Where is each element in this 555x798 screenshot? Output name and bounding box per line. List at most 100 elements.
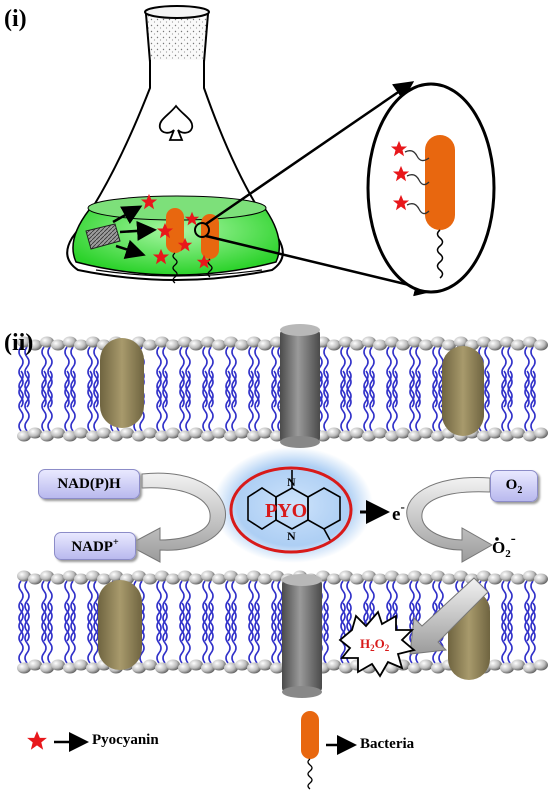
lipid-head [396, 573, 410, 585]
radical-dot [495, 537, 499, 541]
lipid-tail [392, 346, 398, 408]
lipid-head [511, 427, 525, 439]
lipid-head [247, 570, 261, 582]
lipid-tail [346, 370, 352, 432]
lipid-tail [179, 370, 185, 432]
lipid-tail [156, 580, 162, 642]
lipid-head [235, 339, 249, 351]
bacteria-cell-large [425, 135, 455, 230]
lipid-tail [254, 580, 260, 642]
lipid-head [212, 659, 226, 671]
lipid-head [431, 336, 445, 348]
lipid-head [488, 427, 502, 439]
membrane-proteins [98, 324, 490, 698]
lipid-tail [87, 602, 93, 664]
flask-base-line [95, 269, 263, 277]
lipid-head [155, 570, 169, 582]
lipid-head [17, 662, 31, 674]
lipid-head [74, 573, 88, 585]
legend-flagellum [307, 758, 313, 790]
lipid-head [212, 573, 226, 585]
flask-arrow-3 [115, 239, 146, 259]
lipid-tail [47, 580, 53, 642]
lipid-tail [530, 346, 536, 408]
lipid-tail [156, 602, 162, 664]
lipid-head [500, 336, 514, 348]
lipid-head [247, 662, 261, 674]
lipid-tail [507, 602, 513, 664]
lipid-head [40, 662, 54, 674]
lipid-tail [162, 370, 168, 432]
lipid-tail [47, 346, 53, 408]
lipid-head [408, 336, 422, 348]
lipid-head [431, 662, 445, 674]
lipid-head [109, 430, 123, 442]
lipid-head [339, 430, 353, 442]
lipid-head [166, 339, 180, 351]
lipid-head [28, 339, 42, 351]
lipid-head [63, 336, 77, 348]
lipid-head [442, 339, 456, 351]
lipid-head [270, 662, 284, 674]
lipid-tail [41, 602, 47, 664]
lipid-head [523, 662, 537, 674]
lipid-head [201, 662, 215, 674]
o2-label: O2 [505, 476, 523, 496]
lipid-head [523, 430, 537, 442]
lipid-head [155, 662, 169, 674]
channel-protein-top [280, 324, 320, 336]
lipid-tail [24, 602, 30, 664]
lipid-head [362, 570, 376, 582]
legend-bacteria: Bacteria [360, 736, 415, 752]
lipid-tail [484, 370, 490, 432]
lipid-head [488, 573, 502, 585]
lipid-head [17, 570, 31, 582]
lipid-head [40, 570, 54, 582]
lipid-head [258, 659, 272, 671]
lipid-head [224, 430, 238, 442]
lipid-head [431, 430, 445, 442]
nadph-arrow [126, 472, 227, 563]
zoom-circle [194, 222, 210, 238]
lipid-tail [231, 580, 237, 642]
legend-star-icon [27, 731, 47, 750]
lipid-tail [162, 602, 168, 664]
pyo-ring [229, 466, 353, 554]
lipid-head [201, 430, 215, 442]
lipid-tail [530, 370, 536, 432]
lipid-tail [386, 370, 392, 432]
lipid-head [454, 336, 468, 348]
lipid-tail [507, 580, 513, 642]
lipid-tail [93, 346, 99, 408]
flask-stopper [144, 13, 210, 63]
lipid-head [97, 427, 111, 439]
lipid-head [385, 430, 399, 442]
lipid-head [235, 427, 249, 439]
lipid-head [166, 427, 180, 439]
lipid-tail [70, 370, 76, 432]
lipid-tail [254, 602, 260, 664]
superoxide-label: O2- [492, 531, 516, 560]
lipid-head [373, 427, 387, 439]
lipid-tail [18, 602, 24, 664]
lipid-tail [248, 602, 254, 664]
lipid-head [143, 339, 157, 351]
lipid-head [408, 570, 422, 582]
lipid-tail [271, 346, 277, 408]
lipid-head [534, 573, 548, 585]
lipid-head [86, 430, 100, 442]
lipid-head [51, 573, 65, 585]
n-top-label: N [287, 475, 296, 489]
lipid-head [201, 570, 215, 582]
lipid-head [270, 570, 284, 582]
lipid-head [396, 339, 410, 351]
lipid-tail [179, 346, 185, 408]
zoom-line-bottom [205, 234, 435, 297]
lipid-head [235, 573, 249, 585]
lipid-tail [185, 346, 191, 408]
lipid-tail [369, 346, 375, 408]
lipid-head [143, 573, 157, 585]
lipid-head [385, 336, 399, 348]
lipid-tail [340, 580, 346, 642]
lipid-tail [340, 370, 346, 432]
